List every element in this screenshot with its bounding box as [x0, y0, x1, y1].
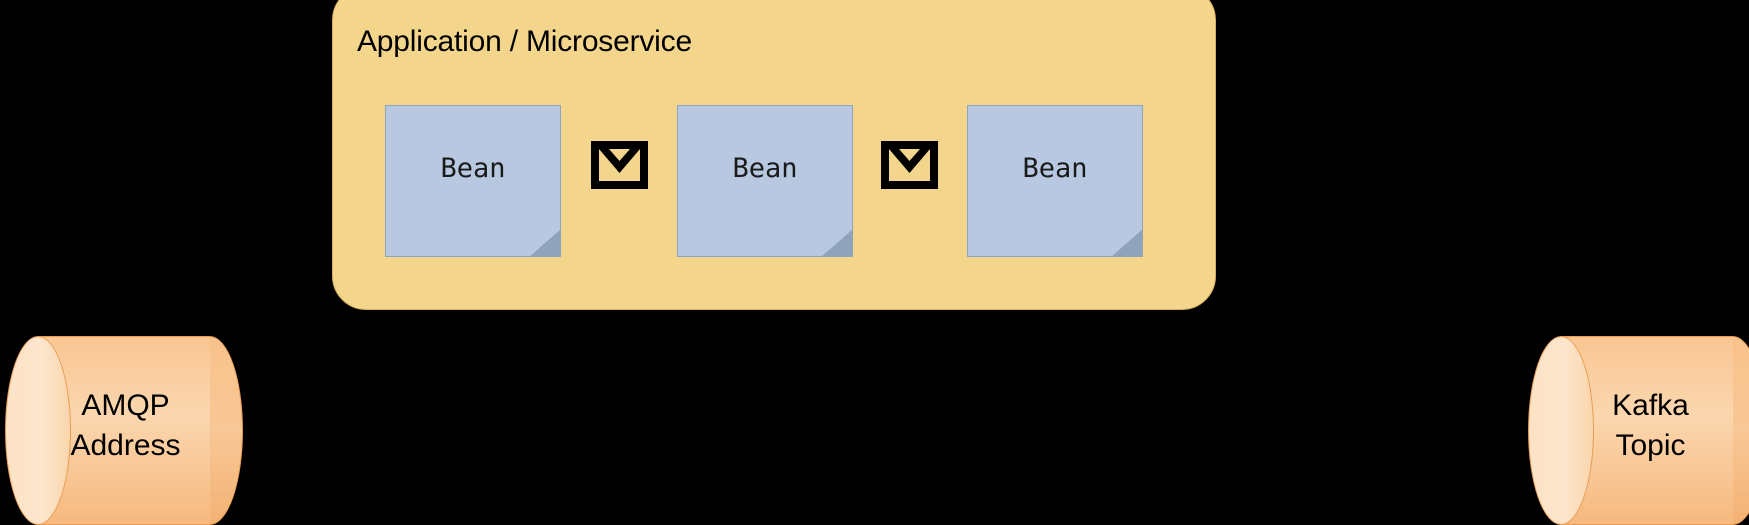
kafka-topic-label: Kafka Topic: [1580, 386, 1721, 466]
bean-document-body: [677, 105, 853, 257]
amqp-address-label-line1: AMQP: [81, 389, 170, 422]
envelope-icon: [591, 141, 648, 189]
application-microservice-container[interactable]: Application / Microservice Bean Bean Bea…: [332, 0, 1216, 310]
amqp-address-label-line2: Address: [70, 429, 181, 462]
cylinder-left-cap: [5, 336, 71, 525]
envelope-flap: [889, 149, 930, 173]
cylinder-left-cap: [1528, 336, 1594, 525]
amqp-address-label: AMQP Address: [49, 386, 202, 466]
amqp-address-cylinder[interactable]: AMQP Address: [5, 336, 243, 525]
application-microservice-title: Application / Microservice: [357, 25, 692, 58]
kafka-topic-label-line2: Topic: [1615, 429, 1686, 462]
envelope-frame: [591, 141, 648, 189]
envelope-flap: [599, 149, 640, 173]
bean-document-1[interactable]: Bean: [385, 105, 561, 257]
bean-label-2: Bean: [732, 153, 798, 184]
bean-label-3: Bean: [1022, 153, 1088, 184]
kafka-topic-label-line1: Kafka: [1612, 389, 1689, 422]
bean-document-body: [967, 105, 1143, 257]
bean-label-1: Bean: [440, 153, 506, 184]
bean-document-body: [385, 105, 561, 257]
envelope-icon: [881, 141, 938, 189]
bean-document-2[interactable]: Bean: [677, 105, 853, 257]
bean-document-3[interactable]: Bean: [967, 105, 1143, 257]
kafka-topic-cylinder[interactable]: Kafka Topic: [1528, 336, 1749, 525]
envelope-frame: [881, 141, 938, 189]
